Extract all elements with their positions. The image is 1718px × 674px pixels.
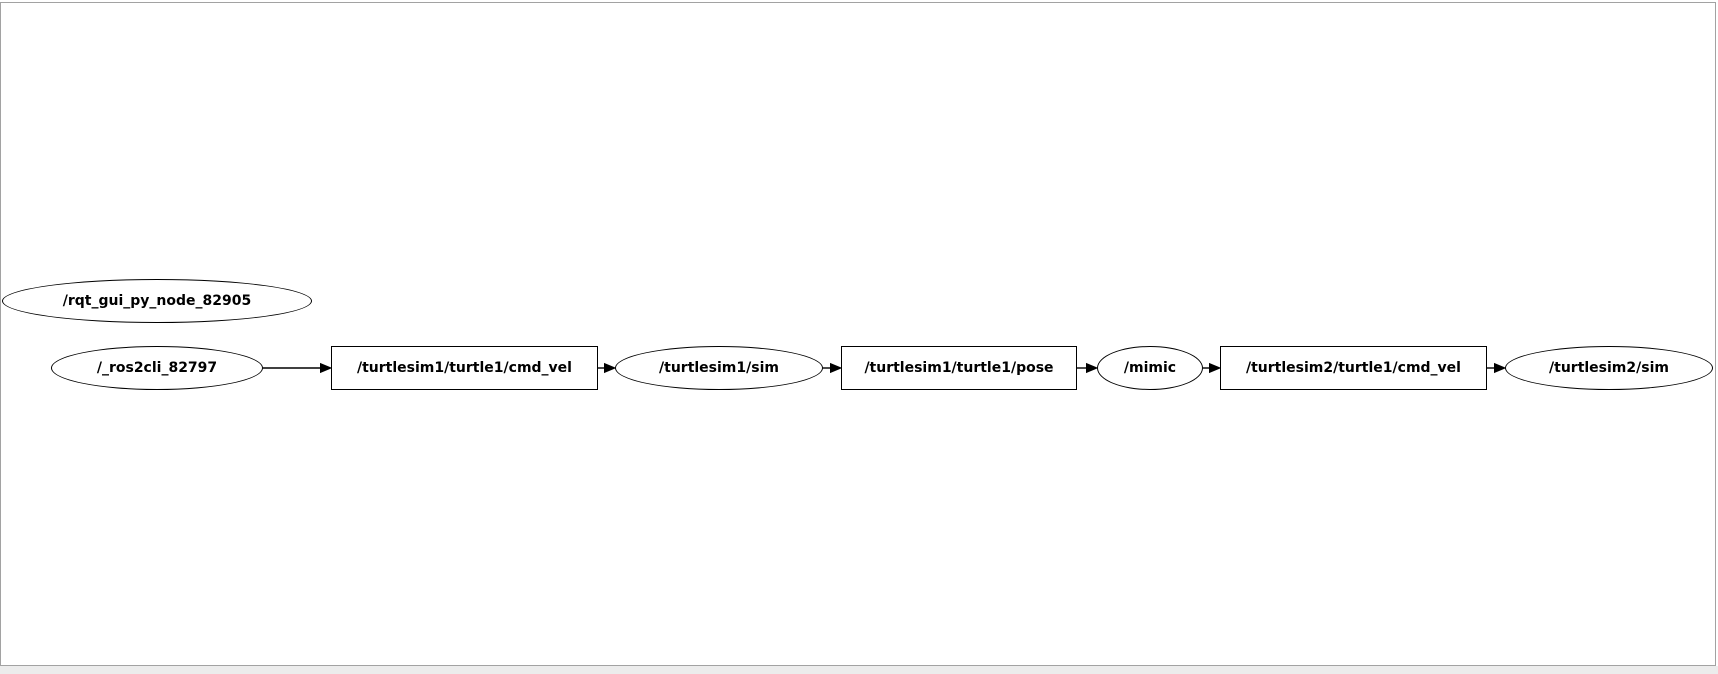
node-label: /turtlesim1/turtle1/pose xyxy=(864,360,1054,376)
node-turtlesim2-turtle1-cmd-vel-topic[interactable]: /turtlesim2/turtle1/cmd_vel xyxy=(1220,346,1487,390)
node-mimic[interactable]: /mimic xyxy=(1097,346,1203,390)
node-turtlesim2-sim[interactable]: /turtlesim2/sim xyxy=(1505,346,1713,390)
node-rqt-gui-py-node-82905[interactable]: /rqt_gui_py_node_82905 xyxy=(2,279,312,323)
node-turtlesim1-turtle1-cmd-vel-topic[interactable]: /turtlesim1/turtle1/cmd_vel xyxy=(331,346,598,390)
node-turtlesim1-sim[interactable]: /turtlesim1/sim xyxy=(615,346,823,390)
node-label: /turtlesim1/turtle1/cmd_vel xyxy=(357,360,572,376)
node-label: /turtlesim2/sim xyxy=(1549,360,1669,376)
node-ros2cli-82797[interactable]: /_ros2cli_82797 xyxy=(51,346,263,390)
window-bottom-strip xyxy=(0,666,1718,674)
node-label: /_ros2cli_82797 xyxy=(96,360,218,376)
node-label: /turtlesim2/turtle1/cmd_vel xyxy=(1246,360,1461,376)
node-label: /mimic xyxy=(1123,360,1177,376)
node-label: /turtlesim1/sim xyxy=(659,360,779,376)
node-turtlesim1-turtle1-pose-topic[interactable]: /turtlesim1/turtle1/pose xyxy=(841,346,1077,390)
node-label: /rqt_gui_py_node_82905 xyxy=(62,293,252,309)
